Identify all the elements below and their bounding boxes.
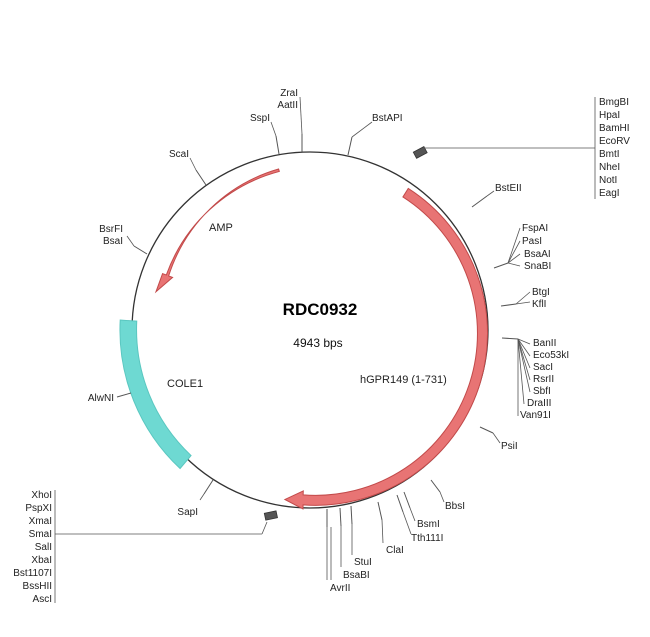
site-scai: ScaI — [169, 149, 189, 160]
psii-tick — [479, 426, 494, 434]
site-aatii: AatII — [277, 100, 298, 111]
mcs-right-marker — [412, 97, 596, 199]
site-bsai: BsaI — [103, 236, 123, 247]
site-bsteii: BstEII — [495, 183, 522, 194]
mcs-left-5: XbaI — [31, 555, 52, 566]
mcs-right-3: EcoRV — [599, 136, 630, 147]
site-sbfi: SbfI — [533, 386, 551, 397]
site-rsrii: RsrII — [533, 374, 554, 385]
banii-group-tick — [501, 337, 519, 340]
mcs-left-3: SmaI — [29, 529, 52, 540]
mcs-left-marker — [54, 490, 278, 603]
clai-tick — [377, 501, 383, 521]
site-eco53ki: Eco53kI — [533, 350, 569, 361]
amp-arrow — [154, 168, 280, 294]
site-kfli: KflI — [532, 299, 546, 310]
site-pasi: PasI — [522, 236, 542, 247]
site-sspi: SspI — [250, 113, 270, 124]
site-draiii: DraIII — [527, 398, 551, 409]
hgpr149-arrow — [283, 187, 489, 510]
plasmid-size: 4943 bps — [293, 336, 342, 350]
site-banii: BanII — [533, 338, 556, 349]
site-tth111i: Tth111I — [411, 533, 443, 544]
cole1-feature — [119, 319, 192, 470]
site-zral: ZraI — [280, 88, 298, 99]
site-snabi: SnaBI — [524, 261, 551, 272]
site-btgi: BtgI — [532, 287, 550, 298]
site-bsrfi: BsrFI — [99, 224, 123, 235]
site-bsabi: BsaBI — [343, 570, 370, 581]
mcs-left-0: XhoI — [31, 490, 52, 501]
mcs-left-7: BssHII — [23, 581, 52, 592]
site-alwni: AlwNI — [88, 393, 114, 404]
amp-label: AMP — [209, 222, 233, 234]
mcs-left-4: SalI — [35, 542, 52, 553]
mcs-right-6: NotI — [599, 175, 617, 186]
bbsi-tick — [430, 479, 441, 493]
cole1-label: COLE1 — [167, 378, 203, 390]
mcs-left-6: Bst1107I — [13, 568, 52, 579]
fspai-group-tick — [493, 262, 509, 269]
mcs-right-5: NheI — [599, 162, 620, 173]
hgpr149-label: hGPR149 (1-731) — [360, 374, 447, 386]
mcs-left-2: XmaI — [29, 516, 52, 527]
bsrfi-bsai-tick — [133, 245, 148, 255]
site-psii: PsiI — [501, 441, 518, 452]
site-sapi: SapI — [177, 507, 198, 518]
alwni-tick — [116, 392, 132, 398]
mcs-right-2: BamHI — [599, 123, 630, 134]
site-saci: SacI — [533, 362, 553, 373]
mcs-right-7: EagI — [599, 188, 620, 199]
btgi-kfli-tick — [500, 303, 517, 307]
site-stui: StuI — [354, 557, 372, 568]
bsabi-tick — [339, 507, 342, 527]
plasmid-name: RDC0932 — [283, 300, 358, 319]
mcs-left-8: AscI — [33, 594, 52, 605]
site-fspai: FspAI — [522, 223, 548, 234]
site-clai: ClaI — [386, 545, 404, 556]
site-van91i: Van91I — [520, 410, 551, 421]
site-bstapi: BstAPI — [372, 113, 403, 124]
site-bbsi: BbsI — [445, 501, 465, 512]
scai-tick — [195, 169, 207, 186]
bsteii-tick — [471, 195, 488, 208]
mcs-left-1: PspXI — [25, 503, 52, 514]
sapi-tick — [203, 479, 214, 495]
tth111i-tick — [396, 494, 404, 513]
site-avrii: AvrII — [330, 583, 350, 594]
site-bsaai: BsaAI — [524, 249, 551, 260]
sspi-tick — [275, 135, 280, 155]
mcs-right-1: HpaI — [599, 110, 620, 121]
site-bsmi: BsmI — [417, 519, 440, 530]
bsmi-tick — [403, 491, 411, 509]
bstapi-tick — [347, 136, 353, 156]
mcs-right-4: BmtI — [599, 149, 620, 160]
mcs-right-0: BmgBI — [599, 97, 629, 108]
stui-tick — [350, 505, 353, 525]
